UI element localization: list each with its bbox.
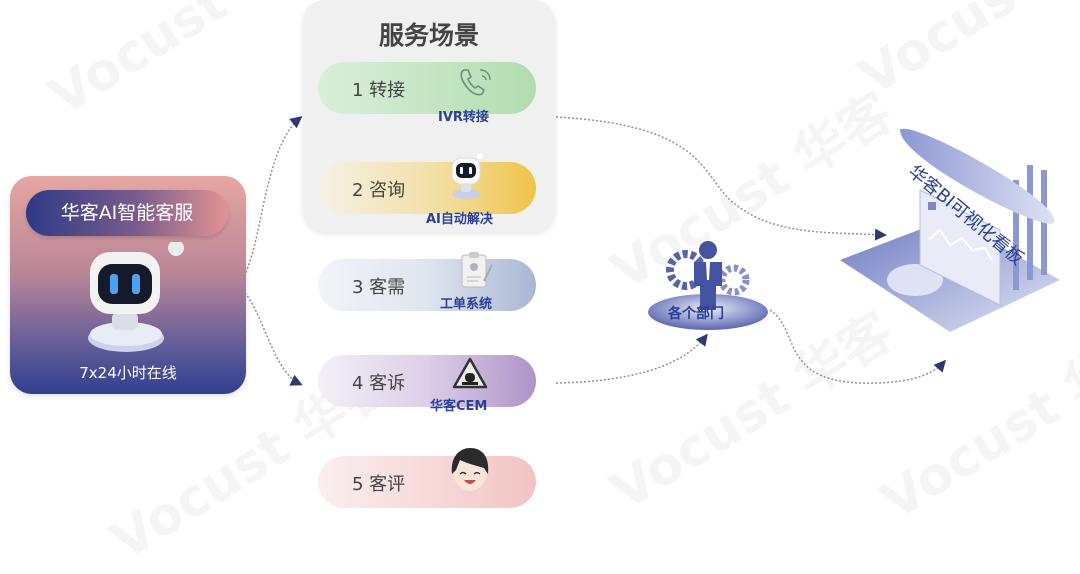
- scenario-label: 1 转接: [352, 80, 406, 101]
- arrow-complaint-to-dept: [555, 333, 708, 384]
- arrow-scenarios-to-bi: [555, 116, 887, 241]
- system-label: 华客CEM: [430, 399, 488, 414]
- arrow-ai-to-complaint: [235, 284, 303, 386]
- system-label: IVR转接: [438, 110, 489, 125]
- scenario-label: 2 咨询: [352, 180, 406, 201]
- alarm-icon: [452, 357, 488, 389]
- scenario-label: 3 客需: [352, 277, 406, 298]
- scenario-item-demand: 3 客需 工单系统: [318, 252, 536, 312]
- phone-icon: [460, 69, 491, 96]
- scenario-item-transfer: 1 转接 IVR转接: [318, 62, 536, 125]
- scenario-item-complaint: 4 客诉 华客CEM: [318, 355, 536, 414]
- scenario-label: 5 客评: [352, 474, 406, 495]
- arrow-dept-to-bi: [769, 309, 946, 384]
- scenario-item-review: 5 客评: [318, 448, 536, 508]
- departments-label: 各个部门: [668, 306, 724, 322]
- scenario-title: 服务场景: [378, 21, 479, 50]
- dashboard-icon: [840, 128, 1060, 332]
- robot-icon: [88, 242, 184, 352]
- smiling-face-icon: [451, 448, 489, 491]
- ai-service-footer: 7x24小时在线: [79, 364, 177, 382]
- businessman-gear-icon: [648, 241, 768, 330]
- scenario-label: 4 客诉: [352, 373, 406, 394]
- robot-icon: [451, 153, 483, 199]
- ai-service-card: 华客AI智能客服 7x24小时在线: [10, 176, 246, 394]
- system-label: 工单系统: [440, 297, 493, 312]
- ai-service-title: 华客AI智能客服: [26, 190, 228, 236]
- scenario-item-consult: 2 咨询 AI自动解决: [318, 153, 536, 227]
- clipboard-icon: [461, 252, 493, 288]
- system-label: AI自动解决: [426, 212, 493, 227]
